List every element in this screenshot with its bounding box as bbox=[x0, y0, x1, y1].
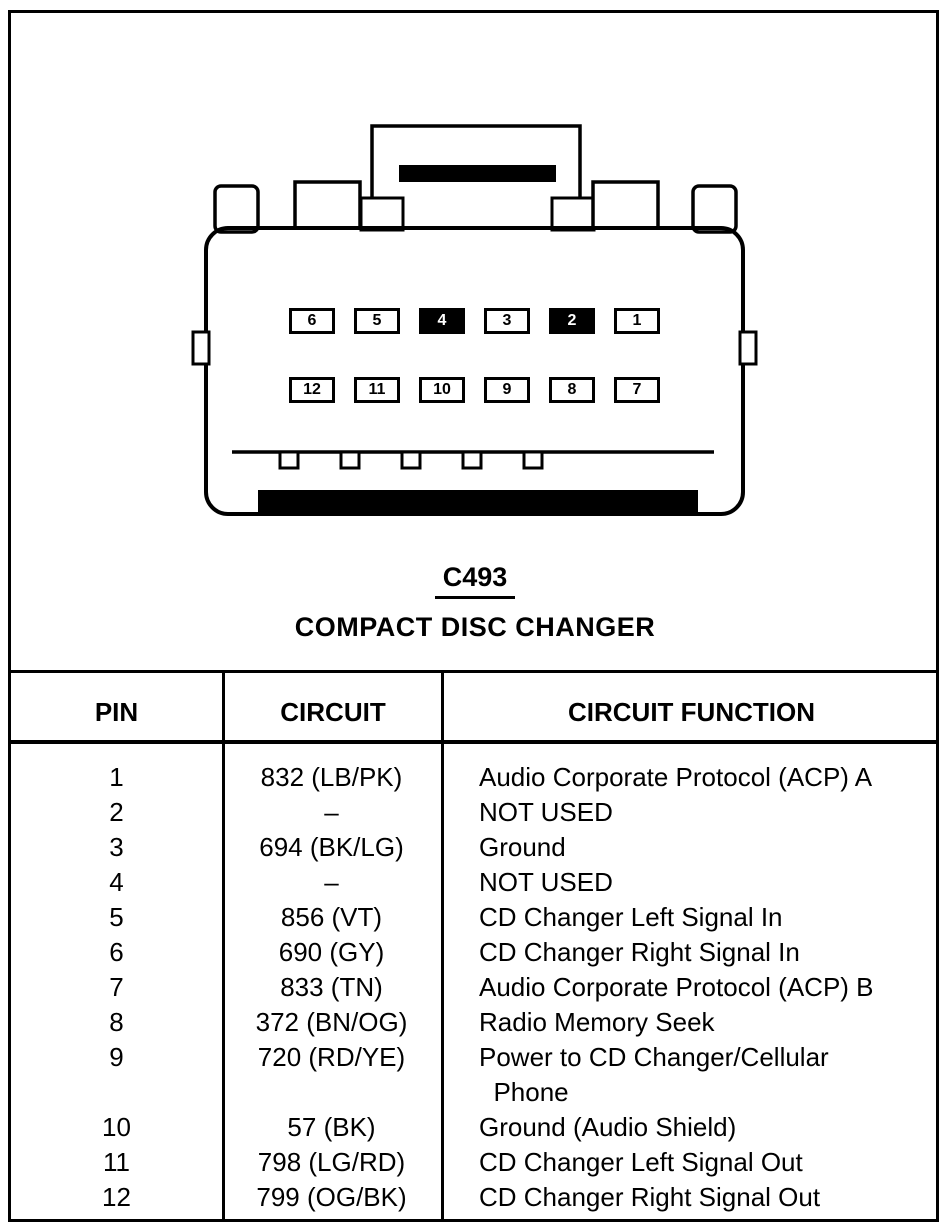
pin-2: 2 bbox=[549, 308, 595, 334]
page-border bbox=[8, 10, 939, 1222]
cell-circuit-function: Ground bbox=[479, 832, 566, 862]
cell-circuit: – bbox=[324, 867, 339, 897]
cell-circuit: 372 (BN/OG) bbox=[255, 1007, 408, 1037]
connector-small-tab-left bbox=[359, 196, 405, 232]
cell-pin: 4 bbox=[109, 867, 124, 897]
table-body: 1 832 (LB/PK) Audio Corporate Protocol (AC… bbox=[11, 760, 939, 1215]
pin-6: 6 bbox=[289, 308, 335, 334]
connector-tab-right bbox=[591, 180, 660, 230]
cell-circuit-function: CD Changer Right Signal In bbox=[479, 937, 800, 967]
cell-circuit: 57 (BK) bbox=[287, 1112, 376, 1142]
table-row: 2 – NOT USED bbox=[11, 795, 939, 830]
table-divider-1 bbox=[222, 670, 225, 1222]
cell-circuit: 798 (LG/RD) bbox=[257, 1147, 406, 1177]
connector-side-bump-left bbox=[191, 330, 211, 366]
table-row: 1 832 (LB/PK) Audio Corporate Protocol (AC… bbox=[11, 760, 939, 795]
cell-circuit-function: CD Changer Left Signal Out bbox=[479, 1147, 803, 1177]
cell-circuit-function: Radio Memory Seek bbox=[479, 1007, 715, 1037]
table-row: 5 856 (VT) CD Changer Left Signal In bbox=[11, 900, 939, 935]
cell-pin: 8 bbox=[109, 1007, 124, 1037]
cell-circuit-function: CD Changer Left Signal In bbox=[479, 902, 783, 932]
table-row: 6 690 (GY) CD Changer Right Signal In bbox=[11, 935, 939, 970]
connector-notch bbox=[400, 450, 422, 470]
cell-pin: 12 bbox=[102, 1182, 131, 1212]
connector-body bbox=[204, 226, 745, 516]
table-row: 11 798 (LG/RD) CD Changer Left Signal Out bbox=[11, 1145, 939, 1180]
cell-pin: 9 bbox=[109, 1042, 124, 1072]
pin-5: 5 bbox=[354, 308, 400, 334]
pin-1: 1 bbox=[614, 308, 660, 334]
pin-3: 3 bbox=[484, 308, 530, 334]
cell-pin: 1 bbox=[109, 762, 124, 792]
cell-circuit: 833 (TN) bbox=[280, 972, 383, 1002]
cell-circuit-function: NOT USED bbox=[479, 797, 613, 827]
table-row: 4 – NOT USED bbox=[11, 865, 939, 900]
cell-circuit-function: Audio Corporate Protocol (ACP) B bbox=[479, 972, 874, 1002]
table-row: 10 57 (BK) Ground (Audio Shield) bbox=[11, 1110, 939, 1145]
cell-circuit-function: CD Changer Right Signal Out bbox=[479, 1182, 821, 1212]
cell-circuit-function: Power to CD Changer/Cellular Phone bbox=[479, 1042, 829, 1107]
pin-9: 9 bbox=[484, 377, 530, 403]
connector-id: C493 bbox=[0, 562, 950, 599]
cell-circuit-function: NOT USED bbox=[479, 867, 613, 897]
table-header-line bbox=[11, 740, 939, 744]
connector-notch bbox=[339, 450, 361, 470]
pin-8: 8 bbox=[549, 377, 595, 403]
connector-small-tab-right bbox=[550, 196, 596, 232]
cell-circuit: 799 (OG/BK) bbox=[256, 1182, 407, 1212]
table-top-line bbox=[11, 670, 939, 673]
pin-10: 10 bbox=[419, 377, 465, 403]
cell-circuit-function: Ground (Audio Shield) bbox=[479, 1112, 737, 1142]
cell-circuit: – bbox=[324, 797, 339, 827]
connector-name: COMPACT DISC CHANGER bbox=[294, 612, 656, 642]
header-pin: PIN bbox=[94, 697, 139, 727]
cell-circuit: 720 (RD/YE) bbox=[257, 1042, 406, 1072]
connector-id-label: C493 bbox=[434, 562, 516, 599]
cell-pin: 7 bbox=[109, 972, 124, 1002]
connector-endcap-left bbox=[213, 184, 260, 234]
table-row: 9 720 (RD/YE) Power to CD Changer/Cellular… bbox=[11, 1040, 939, 1110]
connector-notch bbox=[278, 450, 300, 470]
pin-11: 11 bbox=[354, 377, 400, 403]
cell-pin: 2 bbox=[109, 797, 124, 827]
header-circuit-function: CIRCUIT FUNCTION bbox=[568, 697, 815, 727]
connector-key-bar bbox=[399, 165, 556, 182]
cell-circuit: 856 (VT) bbox=[280, 902, 383, 932]
cell-pin: 6 bbox=[109, 937, 124, 967]
table-divider-2 bbox=[441, 670, 444, 1222]
cell-circuit: 690 (GY) bbox=[278, 937, 385, 967]
cell-pin: 11 bbox=[103, 1147, 130, 1177]
cell-pin: 3 bbox=[109, 832, 124, 862]
pin-7: 7 bbox=[614, 377, 660, 403]
pin-12: 12 bbox=[289, 377, 335, 403]
connector-endcap-right bbox=[691, 184, 738, 234]
connector-notch bbox=[461, 450, 483, 470]
connector-notch bbox=[522, 450, 544, 470]
cell-pin: 5 bbox=[109, 902, 124, 932]
connector-bottom-bar bbox=[258, 490, 698, 512]
pin-4: 4 bbox=[419, 308, 465, 334]
cell-pin: 10 bbox=[102, 1112, 131, 1142]
cell-circuit-function: Audio Corporate Protocol (ACP) A bbox=[479, 762, 873, 792]
connector-tab-left bbox=[293, 180, 362, 230]
connector-side-bump-right bbox=[738, 330, 758, 366]
cell-circuit: 832 (LB/PK) bbox=[260, 762, 403, 792]
table-row: 3 694 (BK/LG) Ground bbox=[11, 830, 939, 865]
table-row: 8 372 (BN/OG) Radio Memory Seek bbox=[11, 1005, 939, 1040]
header-circuit: CIRCUIT bbox=[280, 697, 386, 727]
table-row: 7 833 (TN) Audio Corporate Protocol (ACP) … bbox=[11, 970, 939, 1005]
table-row: 12 799 (OG/BK) CD Changer Right Signal Out bbox=[11, 1180, 939, 1215]
cell-circuit: 694 (BK/LG) bbox=[259, 832, 404, 862]
connector-drawing bbox=[191, 124, 758, 516]
